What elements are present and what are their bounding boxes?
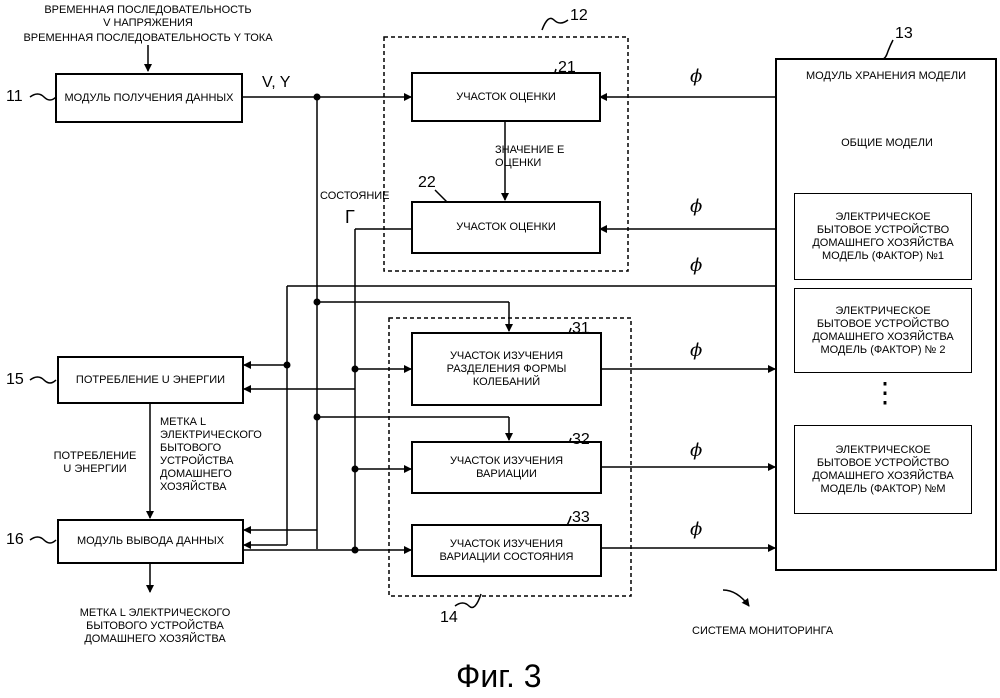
common-models-label: ОБЩИЕ МОДЕЛИ <box>787 137 987 150</box>
ref-32: 32 <box>572 432 590 448</box>
ref-16: 16 <box>6 532 24 548</box>
ellipsis-dots: ⋮ <box>860 378 910 408</box>
label-l-annotation: МЕТКА L ЭЛЕКТРИЧЕСКОГО БЫТОВОГО УСТРОЙСТ… <box>160 416 262 494</box>
gamma-label: Г <box>345 207 355 227</box>
phi-label-3: ϕ <box>690 255 702 276</box>
state-variation-learning-block: УЧАСТОК ИЗУЧЕНИЯ ВАРИАЦИИ СОСТОЯНИЯ <box>411 524 602 577</box>
model-card-1: ЭЛЕКТРИЧЕСКОЕ БЫТОВОЕ УСТРОЙСТВО ДОМАШНЕ… <box>794 193 972 280</box>
input-voltage-label: ВРЕМЕННАЯ ПОСЛЕДОВАТЕЛЬНОСТЬ V НАПРЯЖЕНИ… <box>20 4 276 30</box>
ref-33: 33 <box>572 510 590 526</box>
ref-21: 21 <box>558 60 576 76</box>
power-consumption-block: ПОТРЕБЛЕНИЕ U ЭНЕРГИИ <box>57 356 244 404</box>
ref-14: 14 <box>440 610 458 626</box>
figure-caption: Фиг. 3 <box>456 660 542 692</box>
model-card-m: ЭЛЕКТРИЧЕСКОЕ БЫТОВОЕ УСТРОЙСТВО ДОМАШНЕ… <box>794 425 972 514</box>
monitoring-system-label: СИСТЕМА МОНИТОРИНГА <box>692 625 833 638</box>
model-storage-title: МОДУЛЬ ХРАНЕНИЯ МОДЕЛИ <box>806 70 966 83</box>
data-acquisition-module: МОДУЛЬ ПОЛУЧЕНИЯ ДАННЫХ <box>55 73 243 123</box>
data-output-module: МОДУЛЬ ВЫВОДА ДАННЫХ <box>57 519 244 564</box>
phi-label-4: ϕ <box>690 340 702 361</box>
input-current-label: ВРЕМЕННАЯ ПОСЛЕДОВАТЕЛЬНОСТЬ Y ТОКА <box>0 32 296 45</box>
state-label: СОСТОЯНИЕ <box>320 190 390 203</box>
ref-31: 31 <box>572 321 590 337</box>
variation-learning-block: УЧАСТОК ИЗУЧЕНИЯ ВАРИАЦИИ <box>411 441 602 494</box>
phi-label-1: ϕ <box>690 66 702 87</box>
phi-label-2: ϕ <box>690 196 702 217</box>
ref-13: 13 <box>895 26 913 42</box>
output-label-annotation: МЕТКА L ЭЛЕКТРИЧЕСКОГО БЫТОВОГО УСТРОЙСТ… <box>55 607 255 646</box>
ref-11: 11 <box>6 89 23 105</box>
model-card-2: ЭЛЕКТРИЧЕСКОЕ БЫТОВОЕ УСТРОЙСТВО ДОМАШНЕ… <box>794 288 972 373</box>
estimate-value-label: ЗНАЧЕНИЕ E ОЦЕНКИ <box>495 144 585 170</box>
phi-label-5: ϕ <box>690 440 702 461</box>
estimation-block-22: УЧАСТОК ОЦЕНКИ <box>411 201 601 254</box>
waveform-learning-block: УЧАСТОК ИЗУЧЕНИЯ РАЗДЕЛЕНИЯ ФОРМЫ КОЛЕБА… <box>411 332 602 406</box>
consumption-u-annotation: ПОТРЕБЛЕНИЕ U ЭНЕРГИИ <box>45 450 145 476</box>
ref-22: 22 <box>418 175 436 191</box>
ref-15: 15 <box>6 372 24 388</box>
vy-signal-label: V, Y <box>262 74 290 92</box>
ref-12: 12 <box>570 8 588 24</box>
estimation-block-21: УЧАСТОК ОЦЕНКИ <box>411 72 601 122</box>
phi-label-6: ϕ <box>690 519 702 540</box>
